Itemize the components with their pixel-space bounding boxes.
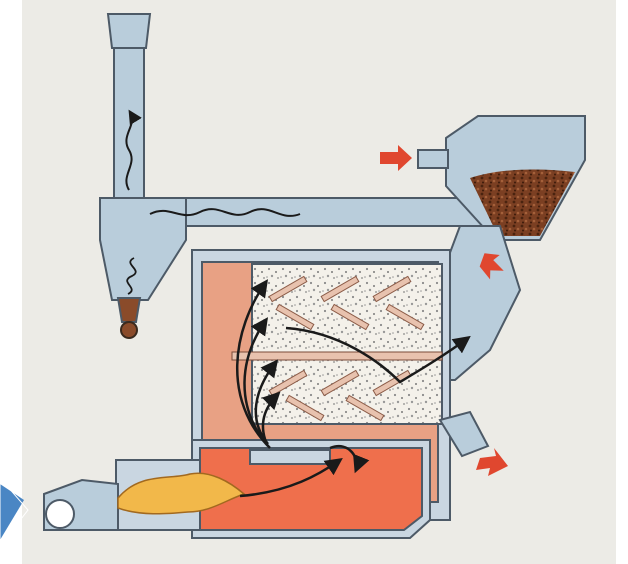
rotary-drum (232, 264, 442, 424)
